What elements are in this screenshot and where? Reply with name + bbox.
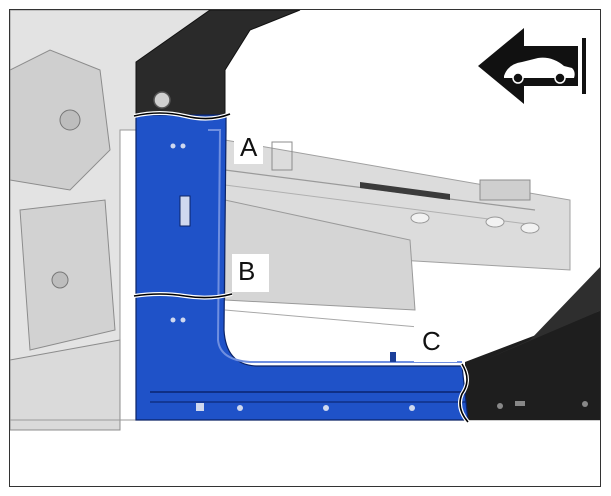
body-side-diagram <box>10 10 600 431</box>
car-silhouette-icon <box>504 57 575 84</box>
callout-label-c: C <box>414 314 457 362</box>
cut-lines <box>133 111 470 424</box>
diagram-frame: A B C <box>9 9 601 487</box>
vehicle-forward-arrow-icon <box>478 28 586 104</box>
rocker-rear-dark <box>465 267 600 420</box>
callout-label-a: A <box>234 130 264 164</box>
callout-label-b: B <box>232 254 270 292</box>
